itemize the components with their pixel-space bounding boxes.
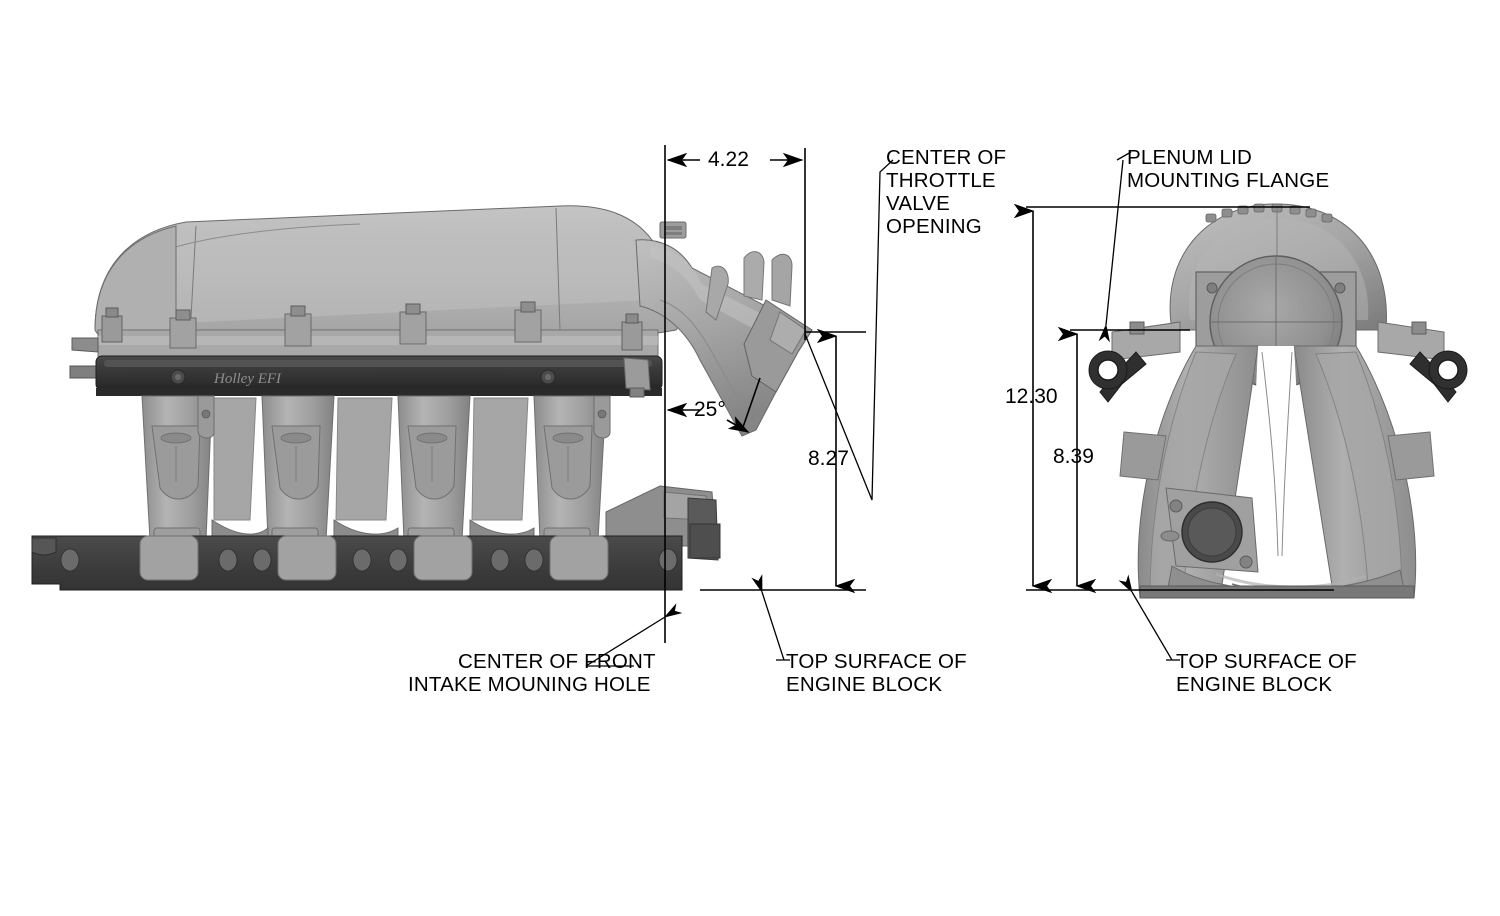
front-view-model (1088, 203, 1468, 599)
brand-logo-text: Holley EFI (213, 371, 282, 387)
side-view-model (31, 205, 813, 591)
callout-line: ENGINE BLOCK (786, 673, 943, 696)
leader-throttle-callout (804, 159, 894, 501)
throttle-inlet-elbow (635, 221, 813, 437)
leader-block-left-callout (751, 574, 790, 661)
leader-block-right-callout (1118, 574, 1180, 661)
dim-value-8-39: 8.39 (1053, 445, 1094, 468)
dimension-layer (585, 145, 1334, 667)
callout-line: INTAKE MOUNING HOLE (408, 673, 651, 696)
dim-value-4-22: 4.22 (708, 148, 749, 171)
dim-value-8-27: 8.27 (808, 447, 849, 470)
callout-line: CENTER OF (886, 146, 1007, 169)
lift-loop-left (1088, 350, 1147, 403)
intake-runners (141, 395, 611, 541)
callout-line: OPENING (886, 215, 982, 238)
leader-plenum-callout (1098, 151, 1132, 343)
plenum-bolt-row (101, 301, 643, 351)
callout-line: ENGINE BLOCK (1176, 673, 1333, 696)
callout-line: CENTER OF FRONT (458, 650, 656, 673)
leader-front-hole-callout (585, 603, 683, 667)
callout-line: VALVE (886, 192, 951, 215)
fuel-rail (95, 355, 663, 396)
water-neck-flange (1160, 487, 1259, 573)
dim-value-25-deg: 25° (694, 398, 726, 421)
callout-line: THROTTLE (886, 169, 996, 192)
dim-25-deg (666, 377, 761, 433)
callout-line: MOUNTING FLANGE (1127, 169, 1330, 192)
lift-loop-right (1409, 350, 1468, 403)
callout-line: PLENUM LID (1127, 146, 1253, 169)
dim-8-27 (700, 328, 866, 594)
dim-value-12-30: 12.30 (1005, 385, 1058, 408)
callout-line: TOP SURFACE OF (786, 650, 967, 673)
callout-line: TOP SURFACE OF (1176, 650, 1357, 673)
